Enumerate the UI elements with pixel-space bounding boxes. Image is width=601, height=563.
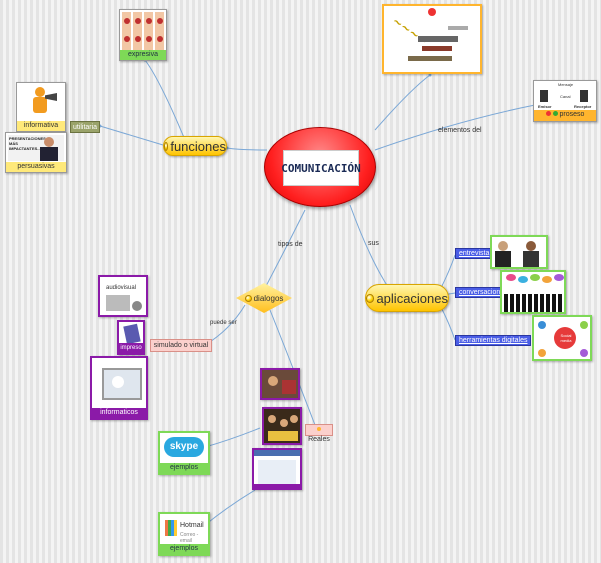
- link-herramientas-digitales[interactable]: herramientas digitales: [455, 335, 532, 346]
- proceso-word-emisor: Emisor: [538, 104, 552, 109]
- topic-dialogos-label: dialogos: [253, 293, 284, 303]
- bulb-icon: [366, 293, 375, 303]
- hotmail-logo-text: Hotmail: [180, 522, 204, 529]
- social-media-text: Social media: [560, 333, 572, 343]
- central-topic[interactable]: COMUNICACIÓN: [264, 127, 376, 207]
- persuasivas-label: persuasivas: [6, 162, 66, 172]
- link-label-sus: sus: [368, 240, 379, 247]
- persuasivas-image: PRESENTACIONES MÁS IMPACTANTES...: [8, 135, 64, 161]
- proceso-word-mensaje: Mensaje: [558, 82, 574, 87]
- proceso-diagram-image: Mensaje Canal Emisor Receptor: [536, 82, 594, 110]
- impreso-label: impreso: [119, 343, 143, 353]
- megaphone-figure-image: [27, 87, 57, 117]
- link-label-elementos: elementos del: [438, 127, 482, 134]
- bulb-icon: [244, 294, 252, 302]
- persuasivas-image-text: PRESENTACIONES MÁS IMPACTANTES...: [9, 136, 46, 151]
- hotmail-flag-icon: [165, 520, 177, 536]
- topic-funciones-label: funciones: [170, 138, 226, 154]
- card-proceso[interactable]: Mensaje Canal Emisor Receptor proseso: [533, 80, 597, 122]
- card-impreso[interactable]: impreso: [117, 320, 145, 355]
- hotmail-ejemplos-label: ejemplos: [160, 544, 208, 554]
- card-hotmail[interactable]: Hotmail Correo - email ejemplos: [158, 512, 210, 556]
- bulb-icon: [164, 141, 169, 151]
- card-informaticos[interactable]: informaticos: [90, 356, 148, 420]
- expresiva-label: expresiva: [120, 50, 166, 60]
- informaticos-label: informaticos: [92, 408, 146, 418]
- reales-photo-2: [262, 407, 302, 445]
- faces-image: [122, 12, 164, 50]
- card-skype[interactable]: skype ejemplos: [158, 431, 210, 475]
- social-media-image: Social media: [532, 315, 592, 361]
- conversacion-image: [500, 270, 566, 314]
- reales-label: Reales: [308, 436, 330, 443]
- reales-photo-1: [260, 368, 300, 400]
- card-audiovisual[interactable]: audiovisual: [98, 275, 148, 317]
- utilitaria-node[interactable]: utilitaria: [70, 121, 100, 133]
- proceso-label-text: proseso: [559, 111, 585, 118]
- link-label-puede-ser: puede ser: [210, 320, 237, 326]
- reales-node[interactable]: Reales: [305, 424, 333, 443]
- informativa-label: informativa: [17, 121, 65, 131]
- topic-dialogos[interactable]: dialogos: [236, 283, 292, 313]
- proceso-word-receptor: Receptor: [574, 104, 592, 109]
- audiovisual-image-text: audiovisual: [106, 285, 137, 291]
- topic-funciones[interactable]: funciones: [163, 136, 227, 156]
- central-title-box: COMUNICACIÓN: [281, 150, 361, 186]
- card-persuasivas[interactable]: PRESENTACIONES MÁS IMPACTANTES... persua…: [5, 132, 67, 173]
- link-conversacion[interactable]: conversacion: [455, 287, 505, 298]
- warning-icon: [428, 8, 436, 16]
- skype-ejemplos-label: ejemplos: [160, 463, 208, 473]
- proceso-word-canal: Canal: [560, 94, 571, 99]
- entrevista-image: [490, 235, 548, 269]
- hotmail-subtitle: Correo - email: [180, 532, 199, 544]
- link-label-tipos: tipos de: [278, 241, 303, 248]
- reales-screenshot: [252, 448, 302, 490]
- simulado-node[interactable]: simulado o virtual: [150, 339, 212, 352]
- link-entrevista[interactable]: entrevista: [455, 248, 494, 259]
- proceso-label: proseso: [534, 110, 596, 121]
- card-word-cloud[interactable]: ~~~~: [382, 4, 482, 74]
- topic-aplicaciones-label: aplicaciones: [376, 290, 448, 306]
- word-cloud-image: ~~~~: [388, 14, 476, 70]
- central-title: COMUNICACIÓN: [281, 161, 361, 175]
- card-informativa[interactable]: informativa: [16, 82, 66, 132]
- topic-aplicaciones[interactable]: aplicaciones: [365, 284, 449, 312]
- card-expresiva[interactable]: expresiva: [119, 9, 167, 61]
- skype-logo: skype: [164, 437, 204, 457]
